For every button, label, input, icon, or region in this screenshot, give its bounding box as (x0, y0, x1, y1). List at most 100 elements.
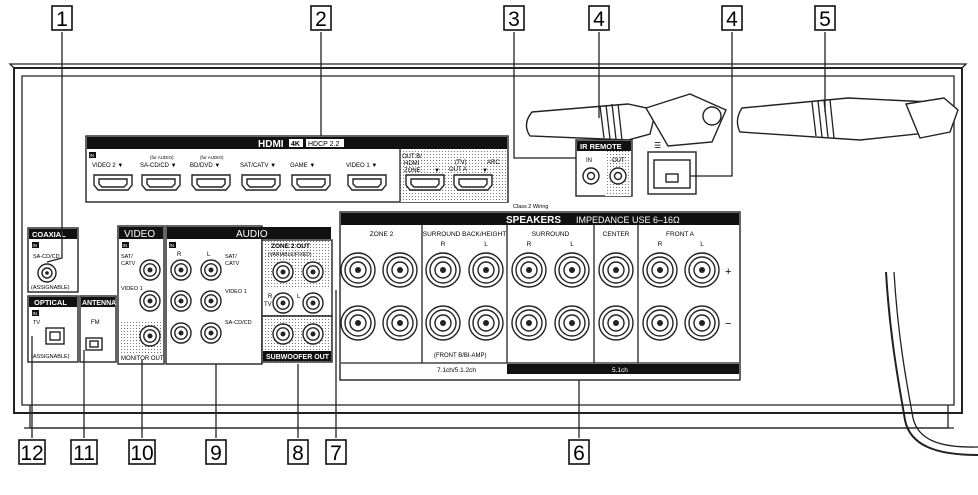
monitor-out-jack (139, 325, 161, 347)
speaker-terminal (340, 305, 376, 341)
hdmi-input-label: SA-CD/CD ▼ (140, 163, 177, 169)
zone2-r-jack (272, 261, 294, 283)
callout-4: 4 (588, 5, 610, 31)
hdmi-input-3: (for AUDIO)BD/DVD ▼ (190, 155, 231, 191)
speaker-terminal (468, 252, 504, 288)
antenna-title: ANTENNA (82, 300, 116, 307)
coaxial-assignable-label: (ASSIGNABLE) (31, 285, 70, 291)
speaker-terminal (340, 252, 376, 288)
callout-2: 2 (310, 5, 332, 31)
speakers-section: Class 2 Wiring SPEAKERS IMPEDANCE USE 6–… (339, 204, 741, 381)
ir-in-label: IN (586, 158, 592, 164)
chassis (8, 63, 968, 429)
antenna-fm-label: FM (91, 320, 100, 326)
tv-audio-r-jack (272, 292, 294, 314)
callout-11: 11 (70, 439, 98, 465)
leader-lines (31, 32, 826, 438)
callout-1: 1 (51, 5, 73, 31)
front-b-biamp-label: (FRONT B/BI-AMP) (434, 353, 487, 359)
wireless-antenna-left (525, 93, 727, 147)
lan-port: ☰ (647, 141, 697, 195)
callout-7: 7 (325, 439, 347, 465)
video-sat-label: SAT/CATV (121, 254, 136, 267)
hdmi-4k-badge: 4K (291, 141, 300, 148)
hdmi-input-4: SAT/CATV ▼ (240, 163, 281, 191)
callout-number: 4 (726, 8, 738, 31)
speaker-terminal (598, 252, 634, 288)
callout-number: 5 (819, 8, 831, 31)
zone2-out-sub: (VARIABLE/FIXED) (268, 252, 312, 258)
audio-jack (170, 322, 192, 344)
speaker-terminal (425, 252, 461, 288)
callout-number: 7 (330, 442, 342, 465)
zone2-out-title: ZONE 2 OUT (271, 243, 310, 250)
speaker-terminal (511, 305, 547, 341)
hdmi-hdcp-badge: HDCP 2.2 (308, 141, 339, 148)
callout-number: 11 (73, 442, 95, 465)
callout-number: 8 (292, 442, 304, 465)
speaker-terminal (554, 252, 590, 288)
speakers-title: SPEAKERS (506, 215, 561, 226)
coaxial-in-tag: IN (33, 243, 38, 248)
optical-section: OPTICAL IN TV (ASSIGNABLE) (27, 295, 79, 363)
optical-title: OPTICAL (34, 298, 67, 307)
zone2-r-label: R (268, 294, 273, 300)
subwoofer-jack-1 (272, 323, 294, 345)
speakers-impedance: IMPEDANCE USE 6–16Ω (576, 215, 680, 225)
callout-9: 9 (205, 439, 227, 465)
speaker-terminal (554, 305, 590, 341)
video-v1-jack (139, 290, 161, 312)
ir-remote-title: IR REMOTE (580, 142, 622, 151)
callout-6: 6 (568, 439, 590, 465)
video-title: VIDEO (124, 229, 155, 240)
subwoofer-out-title: SUBWOOFER OUT (266, 354, 330, 361)
speaker-terminal (642, 305, 678, 341)
hdmi-input-1: VIDEO 2 ▼ (92, 163, 133, 191)
plus-label: + (725, 266, 731, 278)
class2-wiring-note: Class 2 Wiring (513, 204, 548, 210)
zone2-l-jack (302, 261, 324, 283)
video-v1-label: VIDEO 1 (121, 286, 143, 292)
callout-12: 12 (18, 439, 46, 465)
svg-text:▼: ▼ (434, 168, 440, 174)
optical-in-tag: IN (33, 311, 38, 316)
ch71-label: 7.1ch/5.1.2ch (437, 367, 476, 374)
callout-number: 10 (130, 442, 153, 465)
speaker-terminal (684, 252, 720, 288)
speaker-r-label: R (527, 241, 532, 248)
speaker-terminal (425, 305, 461, 341)
audio-r-label: R (177, 252, 182, 258)
hdmi-input-label: VIDEO 2 ▼ (92, 163, 123, 169)
callout-10: 10 (128, 439, 156, 465)
hdmi-out-a-port: ▼ (453, 168, 493, 191)
speaker-terminal (382, 305, 418, 341)
callout-number: 2 (315, 8, 327, 31)
audio-v1-label: VIDEO 1 (225, 289, 247, 295)
speaker-terminal (468, 305, 504, 341)
speaker-terminal (684, 305, 720, 341)
hdmi-input-label: GAME ▼ (290, 163, 315, 169)
subwoofer-jack-2 (302, 323, 324, 345)
video-sat-jack (139, 259, 161, 281)
audio-jack (170, 259, 192, 281)
callout-4: 4 (721, 5, 743, 31)
coaxial-sacd-label: SA-CD/CD (33, 254, 60, 260)
hdmi-in-tag: IN (90, 153, 95, 158)
hdmi-arc-label: ARC (487, 160, 500, 166)
lan-icon: ☰ (654, 141, 661, 150)
coaxial-title: COAXIAL (32, 230, 66, 239)
subwoofer-out-section: SUBWOOFER OUT (261, 315, 333, 363)
optical-assignable-label: (ASSIGNABLE) (31, 354, 70, 360)
hdmi-out-b-port: ▼ (405, 168, 445, 191)
power-cord (885, 271, 978, 456)
svg-text:▼: ▼ (482, 168, 488, 174)
zone2-l-label: L (297, 294, 301, 300)
audio-sat-label: SAT/CATV (225, 254, 240, 267)
speaker-terminal (382, 252, 418, 288)
audio-in-tag: IN (170, 243, 175, 248)
speaker-terminal (642, 252, 678, 288)
tv-audio-l-jack (302, 292, 324, 314)
callout-number: 12 (20, 442, 43, 465)
